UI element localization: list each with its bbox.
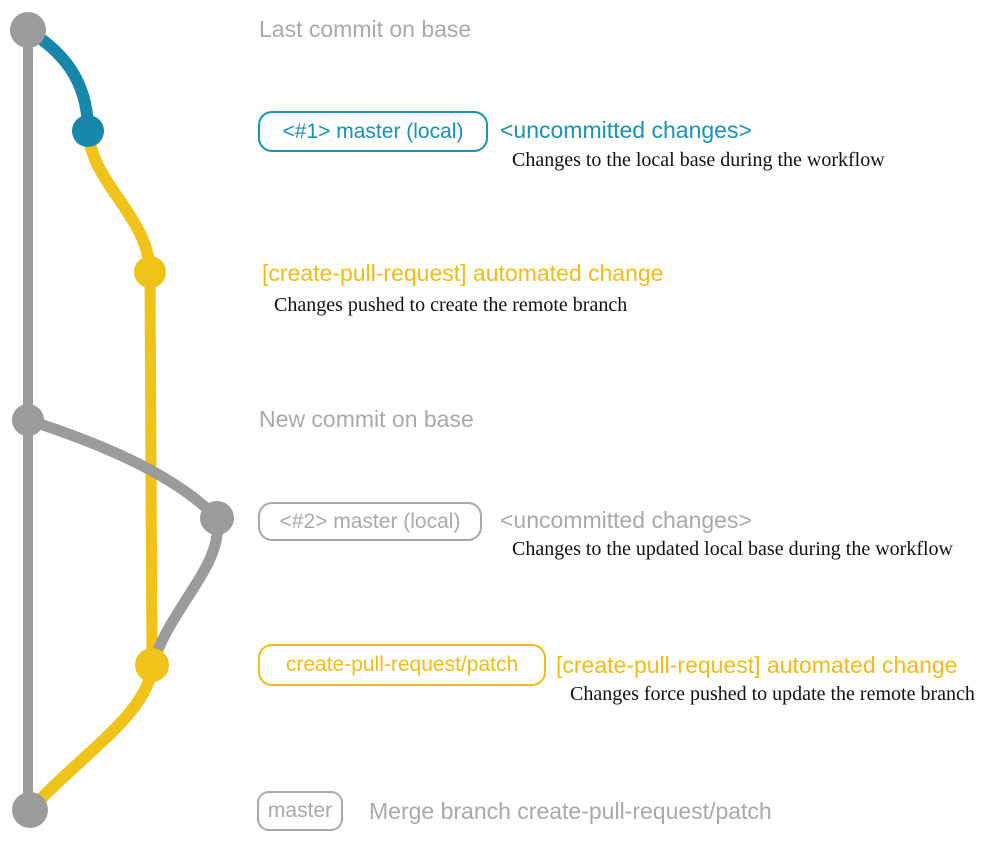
edge-local-2-to-force-push bbox=[146, 512, 224, 671]
badge-master-local-2-label: <#2> master (local) bbox=[279, 509, 461, 533]
desc-uncommitted-changes-1: Changes to the local base during the wor… bbox=[512, 149, 885, 171]
badge-master-local-1-label: <#1> master (local) bbox=[282, 119, 464, 143]
commit-graph bbox=[10, 12, 234, 828]
badge-create-pull-request-patch-label: create-pull-request/patch bbox=[285, 653, 519, 676]
label-automated-change-1: [create-pull-request] automated change bbox=[262, 260, 664, 286]
commit-node-last-commit-on-base bbox=[10, 12, 46, 48]
badge-create-pull-request-patch: create-pull-request/patch bbox=[258, 644, 546, 686]
badge-master-label: master bbox=[267, 799, 333, 822]
desc-automated-change-2: Changes force pushed to update the remot… bbox=[570, 683, 975, 705]
desc-automated-change-1: Changes pushed to create the remote bran… bbox=[274, 294, 628, 316]
commit-node-merge-commit bbox=[12, 792, 48, 828]
label-new-commit-on-base: New commit on base bbox=[259, 406, 474, 432]
commit-node-new-commit-on-base bbox=[12, 404, 44, 436]
label-uncommitted-changes-2: <uncommitted changes> bbox=[500, 507, 752, 533]
badge-master: master bbox=[257, 791, 343, 831]
commit-node-automated-change-2 bbox=[135, 648, 169, 682]
edge-merge-into-base bbox=[24, 659, 158, 816]
commit-node-automated-change-1 bbox=[134, 256, 166, 288]
commit-node-master-local-2 bbox=[200, 501, 234, 535]
desc-uncommitted-changes-2: Changes to the updated local base during… bbox=[512, 538, 953, 560]
label-automated-change-2: [create-pull-request] automated change bbox=[556, 652, 958, 678]
edge-push-branch bbox=[82, 125, 156, 278]
label-last-commit-on-base: Last commit on base bbox=[259, 16, 472, 42]
commit-node-master-local-1 bbox=[72, 115, 104, 147]
badge-master-local-2: <#2> master (local) bbox=[258, 502, 482, 541]
badge-master-local-1: <#1> master (local) bbox=[258, 111, 488, 152]
label-uncommitted-changes-1: <uncommitted changes> bbox=[500, 117, 752, 143]
label-merge-branch: Merge branch create-pull-request/patch bbox=[369, 798, 772, 824]
edge-new-base-to-local-2 bbox=[22, 414, 223, 524]
